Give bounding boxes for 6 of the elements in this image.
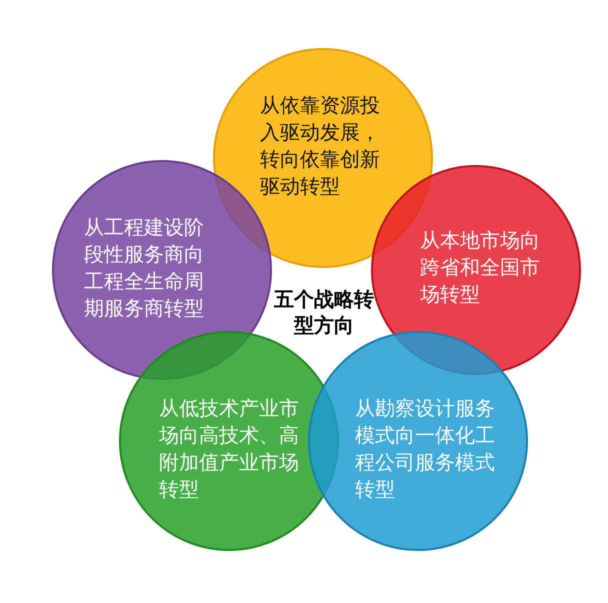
circle-text: 从本地市场向跨省和全国市场转型: [420, 227, 541, 308]
circle-text: 从勘察设计服务模式向一体化工程公司服务模式转型: [355, 395, 496, 503]
circle-text: 从依靠资源投入驱动发展，转向依靠创新驱动转型: [260, 92, 381, 200]
circle-text: 从低技术产业市场向高技术、高附加值产业市场转型: [159, 395, 300, 503]
circle-text: 从工程建设阶段性服务商向工程全生命周期服务商转型: [84, 214, 205, 322]
center-label: 五个战略转型方向: [274, 286, 374, 338]
